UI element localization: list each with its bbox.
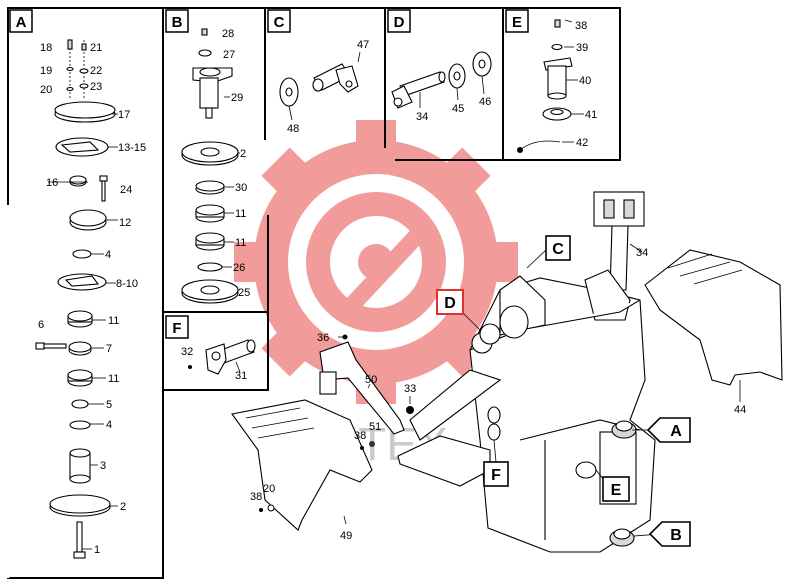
svg-text:24: 24 xyxy=(120,184,132,196)
callout-b: B xyxy=(648,521,691,547)
svg-text:23: 23 xyxy=(90,81,102,93)
panel-letter-f: F xyxy=(165,315,189,339)
svg-text:F: F xyxy=(172,320,181,337)
svg-text:7: 7 xyxy=(106,343,112,355)
callout-c: C xyxy=(545,235,571,261)
panel-b-parts xyxy=(181,28,240,304)
panel-letter-c: C xyxy=(267,9,291,33)
svg-text:40: 40 xyxy=(579,75,591,87)
svg-text:20: 20 xyxy=(263,483,275,495)
svg-text:34: 34 xyxy=(416,111,428,123)
svg-text:11: 11 xyxy=(235,237,246,249)
svg-text:45: 45 xyxy=(452,103,464,115)
svg-text:4: 4 xyxy=(106,419,112,431)
svg-text:C: C xyxy=(274,14,285,31)
main-assembly-labels: 34 44 36 50 33 38 51 38 20 49 xyxy=(250,247,746,542)
svg-text:6: 6 xyxy=(38,319,44,331)
panel-letter-e: E xyxy=(505,9,529,33)
svg-text:16: 16 xyxy=(46,177,58,189)
svg-text:49: 49 xyxy=(340,530,352,542)
panel-letter-b: B xyxy=(165,9,189,33)
svg-text:11: 11 xyxy=(108,373,119,385)
watermark-gear-logo xyxy=(234,120,518,404)
callout-a: A xyxy=(646,417,691,443)
svg-text:A: A xyxy=(16,14,27,31)
svg-text:17: 17 xyxy=(118,109,130,121)
panel-d-labels: 34 45 46 xyxy=(416,96,491,123)
svg-text:B: B xyxy=(670,527,682,544)
svg-text:28: 28 xyxy=(222,28,234,40)
callout-e: E xyxy=(602,476,630,502)
svg-text:46: 46 xyxy=(479,96,491,108)
svg-text:4: 4 xyxy=(105,249,111,261)
svg-text:E: E xyxy=(512,14,522,31)
svg-text:C: C xyxy=(552,241,564,258)
svg-text:13-15: 13-15 xyxy=(118,142,146,154)
svg-text:8-10: 8-10 xyxy=(116,278,138,290)
svg-text:3: 3 xyxy=(100,460,106,472)
svg-text:E: E xyxy=(611,482,622,499)
svg-text:18: 18 xyxy=(40,42,52,54)
panel-a-labels: 18 21 19 22 20 23 17 13-15 16 24 12 4 8-… xyxy=(38,42,146,556)
svg-text:31: 31 xyxy=(235,370,247,382)
svg-text:25: 25 xyxy=(238,287,250,299)
panel-a-parts xyxy=(35,39,118,559)
svg-text:50: 50 xyxy=(365,374,377,386)
svg-text:29: 29 xyxy=(231,92,243,104)
svg-text:33: 33 xyxy=(404,383,416,395)
svg-text:19: 19 xyxy=(40,65,52,77)
svg-text:42: 42 xyxy=(576,137,588,149)
svg-text:12: 12 xyxy=(119,217,131,229)
svg-text:2: 2 xyxy=(240,148,246,160)
svg-text:B: B xyxy=(172,14,183,31)
svg-text:D: D xyxy=(444,295,456,312)
svg-text:36: 36 xyxy=(317,332,329,344)
callout-d: D xyxy=(436,289,464,315)
svg-text:21: 21 xyxy=(90,42,102,54)
svg-text:5: 5 xyxy=(106,399,112,411)
svg-text:20: 20 xyxy=(40,84,52,96)
svg-text:47: 47 xyxy=(357,39,369,51)
svg-text:32: 32 xyxy=(181,346,193,358)
svg-text:D: D xyxy=(394,14,405,31)
panel-frames xyxy=(6,7,621,579)
svg-text:38: 38 xyxy=(250,491,262,503)
svg-text:1: 1 xyxy=(94,544,100,556)
svg-text:44: 44 xyxy=(734,404,746,416)
panel-d-parts xyxy=(391,51,492,109)
svg-text:2: 2 xyxy=(120,501,126,513)
panel-b-labels: 28 27 29 2 30 11 11 26 25 xyxy=(222,28,250,299)
svg-text:30: 30 xyxy=(235,182,247,194)
svg-text:F: F xyxy=(491,467,501,484)
svg-text:41: 41 xyxy=(585,109,597,121)
svg-text:38: 38 xyxy=(575,20,587,32)
svg-text:A: A xyxy=(670,423,682,440)
svg-text:27: 27 xyxy=(223,49,235,61)
svg-text:38: 38 xyxy=(354,430,366,442)
panel-letter-d: D xyxy=(387,9,411,33)
svg-text:22: 22 xyxy=(90,65,102,77)
svg-text:51: 51 xyxy=(369,421,381,433)
svg-text:11: 11 xyxy=(235,208,246,220)
panel-c-parts xyxy=(279,51,361,121)
svg-text:11: 11 xyxy=(108,315,119,327)
panel-e-labels: 38 39 40 41 42 xyxy=(575,20,597,149)
panel-e-parts xyxy=(517,19,584,153)
svg-text:26: 26 xyxy=(233,262,245,274)
panel-f-labels: 32 31 xyxy=(181,346,247,382)
svg-text:34: 34 xyxy=(636,247,648,259)
panel-c-labels: 47 48 xyxy=(287,39,369,135)
panel-f-parts xyxy=(188,339,256,375)
panel-letter-a: A xyxy=(9,9,33,33)
callout-f: F xyxy=(483,461,509,487)
svg-text:48: 48 xyxy=(287,123,299,135)
svg-text:39: 39 xyxy=(576,42,588,54)
